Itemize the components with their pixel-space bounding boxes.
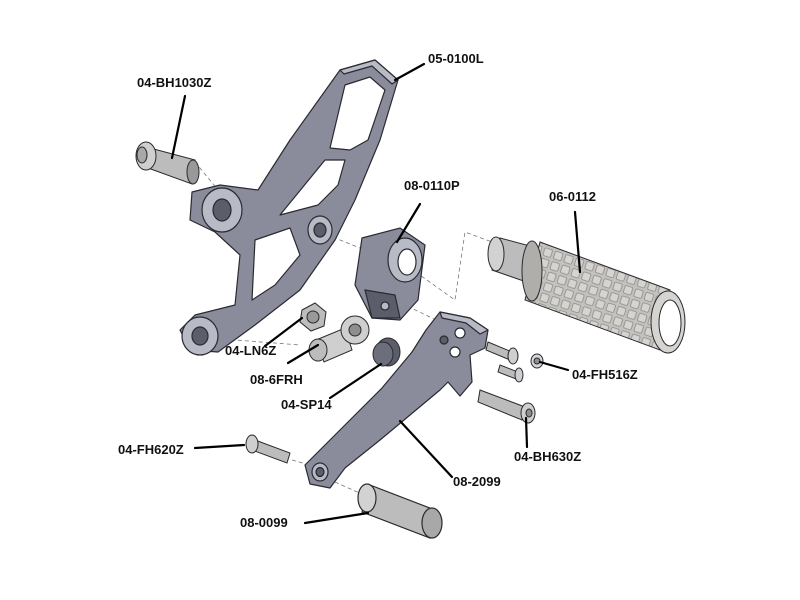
shift-lever-part (304, 311, 489, 489)
small-spacer-part (372, 337, 401, 367)
label-rod-end: 08-6FRH (250, 372, 303, 387)
label-flat-bolts: 04-FH516Z (572, 367, 638, 382)
heel-plate-part (179, 59, 399, 356)
lock-nut-part (299, 302, 327, 332)
label-bolt-heel-guard: 04-BH1030Z (137, 75, 212, 90)
label-button-bolt: 04-BH630Z (514, 449, 582, 464)
heel-bolt-part (135, 141, 200, 185)
footpeg-part (487, 236, 686, 354)
button-bolt-part (477, 389, 536, 424)
flat-bolt-620-part (245, 434, 291, 464)
label-heel-plate: 05-0100L (428, 51, 484, 66)
label-flat-bolt-620: 04-FH620Z (118, 442, 184, 457)
rod-end-part (308, 315, 370, 363)
label-pivot-mount: 08-0110P (404, 178, 460, 193)
flat-bolts-part (485, 341, 544, 383)
spacer-tube-part (357, 483, 443, 539)
label-spacer-tube: 08-0099 (240, 515, 288, 530)
label-shift-lever: 08-2099 (453, 474, 501, 489)
label-small-spacer: 04-SP14 (281, 397, 332, 412)
label-footpeg: 06-0112 (549, 189, 596, 204)
label-nut: 04-LN6Z (225, 343, 277, 358)
leader-lines (170, 62, 582, 525)
pivot-mount-part (354, 227, 426, 321)
